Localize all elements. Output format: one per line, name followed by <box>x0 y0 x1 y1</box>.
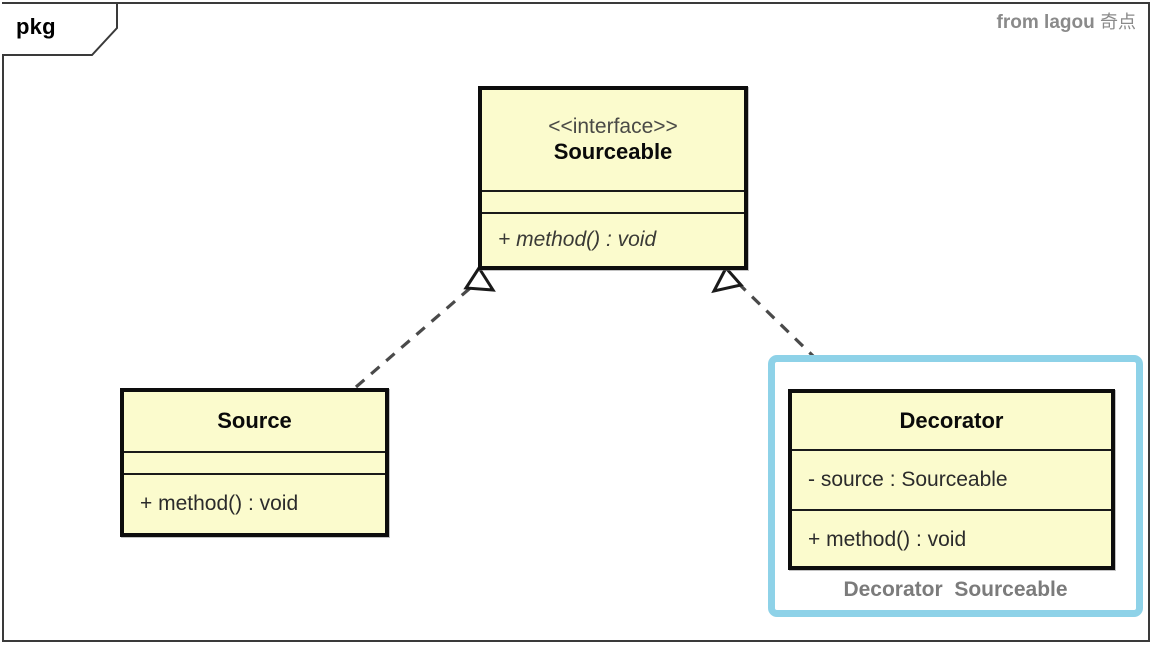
decorator-highlight-caption: Decorator Sourceable <box>843 578 1068 601</box>
watermark-cjk: 奇点 <box>1100 12 1136 32</box>
class-attributes-sourceable <box>482 190 744 212</box>
class-stereotype-sourceable: <<interface>> <box>548 114 678 138</box>
method-decorator-0: + method() : void <box>808 527 967 551</box>
class-name-source: Source <box>217 408 292 434</box>
method-source-0: + method() : void <box>140 492 299 515</box>
class-title-source: Source <box>124 392 385 451</box>
class-attributes-decorator: - source : Sourceable <box>792 449 1111 509</box>
class-methods-decorator: + method() : void <box>792 509 1111 568</box>
class-title-sourceable: <<interface>> Sourceable <box>482 90 744 190</box>
class-methods-sourceable: + method() : void <box>482 212 744 266</box>
class-name-sourceable: Sourceable <box>553 138 673 164</box>
attribute-decorator-0: - source : Sourceable <box>808 468 1008 491</box>
method-sourceable-0: + method() : void <box>498 228 657 251</box>
class-box-source[interactable]: Source + method() : void <box>120 388 389 537</box>
package-label: pkg <box>16 14 56 39</box>
class-box-decorator[interactable]: Decorator - source : Sourceable + method… <box>788 389 1115 570</box>
class-methods-source: + method() : void <box>124 473 385 533</box>
class-box-sourceable[interactable]: <<interface>> Sourceable + method() : vo… <box>478 86 748 270</box>
watermark-text: from lagou <box>996 12 1095 33</box>
class-title-decorator: Decorator <box>792 393 1111 449</box>
class-attributes-source <box>124 451 385 473</box>
watermark: from lagou 奇点 <box>997 8 1136 34</box>
class-name-decorator: Decorator <box>899 407 1004 433</box>
